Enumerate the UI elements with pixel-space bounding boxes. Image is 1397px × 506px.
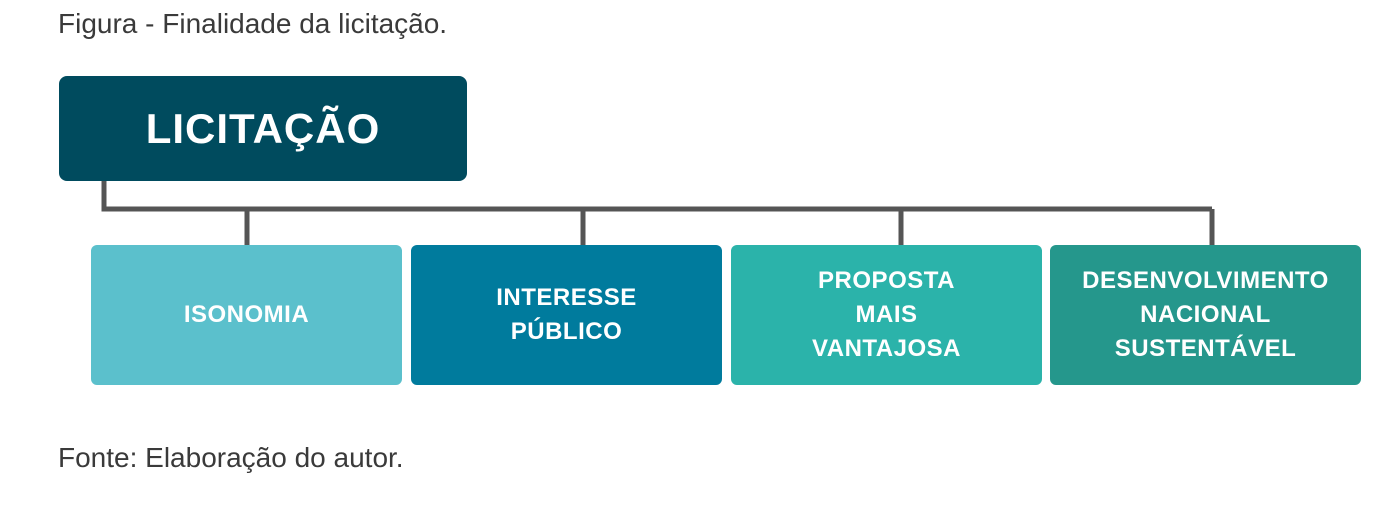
child-node-proposta-mais-vantajosa: PROPOSTA MAIS VANTAJOSA <box>731 245 1042 385</box>
child-node-label: DESENVOLVIMENTO NACIONAL SUSTENTÁVEL <box>1082 267 1329 362</box>
root-node-label: LICITAÇÃO <box>145 104 381 152</box>
child-node-label: INTERESSE PÚBLICO <box>496 284 637 345</box>
connector-trunk <box>101 181 1212 212</box>
child-node-label: ISONOMIA <box>183 301 310 328</box>
child-node-interesse-publico: INTERESSE PÚBLICO <box>411 245 722 385</box>
figure-caption: Figura - Finalidade da licitação. <box>58 8 448 39</box>
child-node-isonomia: ISONOMIA <box>91 245 402 385</box>
child-node-label: PROPOSTA MAIS VANTAJOSA <box>812 267 961 362</box>
root-node-licitacao: LICITAÇÃO <box>59 76 467 181</box>
source-caption: Fonte: Elaboração do autor. <box>58 442 404 473</box>
child-node-desenvolvimento-nacional-sustentavel: DESENVOLVIMENTO NACIONAL SUSTENTÁVEL <box>1050 245 1361 385</box>
